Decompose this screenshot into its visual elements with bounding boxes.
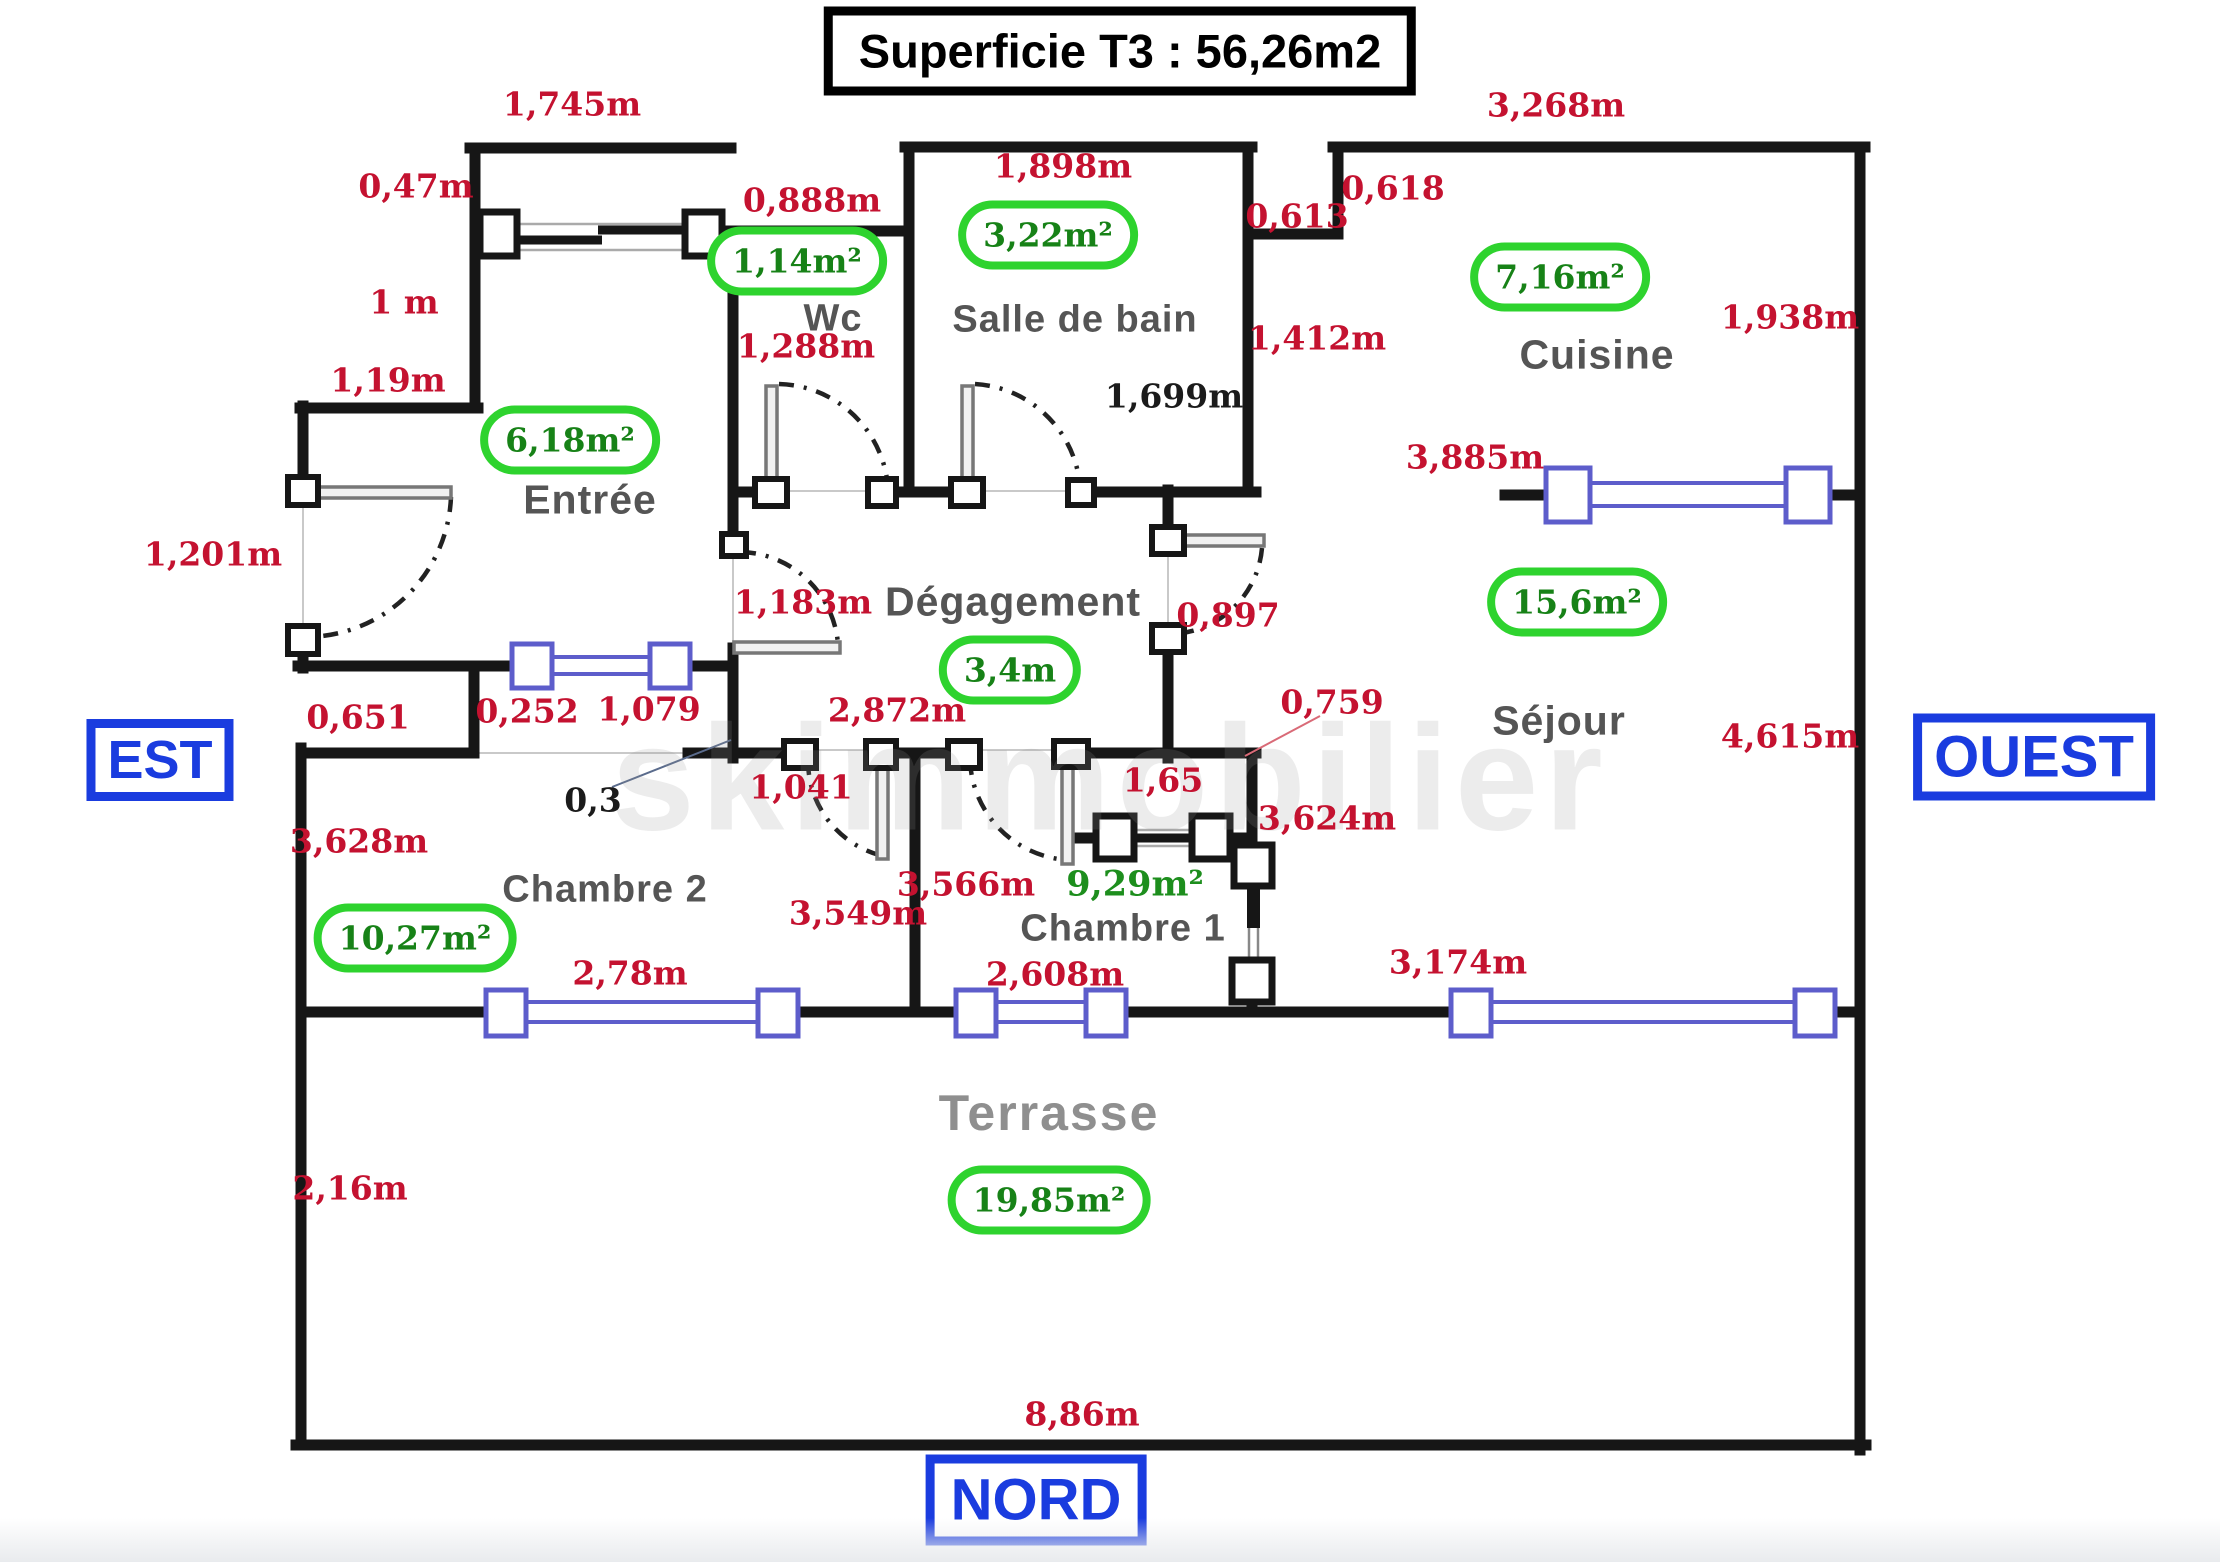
dim-degagement-left: 1,183m	[733, 582, 873, 622]
sdb-door-leaf	[960, 384, 975, 486]
door-leaves	[303, 384, 1266, 866]
dim-sdb-top: 1,898m	[993, 146, 1133, 186]
dim-sejour-door: 0,897	[1176, 595, 1280, 635]
area-badge-cuisine: 7,16m²	[1470, 242, 1650, 312]
dim-closet-165: 1,65	[1122, 760, 1204, 800]
dim-terrasse-bottom: 8,86m	[1024, 1394, 1140, 1434]
cuisine-window	[1543, 465, 1833, 525]
dim-chambre1-window: 2,608m	[985, 954, 1125, 994]
compass-ouest: OUEST	[1913, 713, 2155, 801]
dim-sdb-inner: 1,699m	[1104, 376, 1244, 416]
dim-step-0613: 0,613	[1245, 196, 1349, 236]
area-badge-sejour: 15,6m²	[1487, 567, 1667, 637]
room-label-entree: Entrée	[523, 476, 657, 523]
dim-win-1079: 1,079	[597, 689, 701, 729]
dim-cuisine-window: 3,885m	[1405, 437, 1545, 477]
room-label-wc: Wc	[803, 297, 863, 340]
dim-chambre2-left: 3,628m	[289, 821, 429, 861]
dim-cuisine-top: 3,268m	[1486, 85, 1626, 125]
dim-entree-top: 1,745m	[502, 84, 642, 124]
entree-top-window	[476, 208, 726, 260]
dim-chambre2-right: 3,549m	[788, 893, 928, 933]
hall-door-leaf	[732, 640, 842, 655]
area-badge-terrasse: 19,85m²	[947, 1165, 1151, 1235]
leader-lines	[611, 715, 1321, 788]
dim-sejour-window: 3,174m	[1388, 942, 1528, 982]
bottom-gradient-band	[0, 1518, 2220, 1562]
dim-degagement-width: 2,872m	[827, 690, 967, 730]
area-badge-degagement: 3,4m	[938, 635, 1082, 705]
dim-chambre1-right: 3,624m	[1257, 798, 1397, 838]
room-label-sejour: Séjour	[1492, 697, 1626, 744]
entree-window	[509, 641, 693, 691]
watermark: skimmobilier	[611, 693, 1609, 862]
entree-door-leaf	[303, 485, 453, 500]
dim-wall-03: 0,3	[564, 780, 622, 820]
chambre2-window	[483, 987, 801, 1039]
dim-entree-door: 1,201m	[143, 534, 283, 574]
chambre1-closet	[1092, 812, 1276, 1006]
room-label-cuisine: Cuisine	[1519, 331, 1675, 378]
dim-entree-left-1m: 1 m	[369, 282, 439, 322]
dim-win-0252: 0,252	[475, 691, 579, 731]
dim-terrasse-left: 2,16m	[292, 1168, 408, 1208]
room-label-chambre2: Chambre 2	[502, 868, 708, 911]
dim-entree-left-step: 1,19m	[330, 360, 446, 400]
area-text-chambre1: 9,29m²	[1066, 863, 1204, 905]
dim-cuisine-right: 1,938m	[1720, 297, 1860, 337]
room-label-terrasse: Terrasse	[938, 1085, 1160, 1141]
room-label-degagement: Dégagement	[884, 578, 1142, 625]
sejour-window	[1448, 987, 1838, 1039]
area-badge-wc: 1,14m²	[707, 226, 887, 296]
door-posts	[285, 474, 1187, 771]
dim-step-0618: 0,618	[1341, 168, 1445, 208]
wc-door-leaf	[764, 384, 779, 486]
dim-step-0651: 0,651	[306, 697, 410, 737]
door-swing-arcs	[306, 381, 1265, 863]
dim-entree-top-left: 0,47m	[358, 166, 474, 206]
area-badge-salle-de-bain: 3,22m²	[958, 200, 1138, 270]
dim-chambre1-left: 3,566m	[896, 864, 1036, 904]
windows	[483, 465, 1838, 1039]
room-label-salle-de-bain: Salle de bain	[952, 298, 1198, 341]
dim-wc-width: 1,288m	[736, 326, 876, 366]
area-badge-chambre2: 10,27m²	[313, 903, 517, 973]
area-badge-entree: 6,18m²	[480, 405, 660, 475]
dim-wc-top: 0,888m	[742, 180, 882, 220]
chambre1-window	[953, 987, 1129, 1039]
room-label-chambre1: Chambre 1	[1020, 907, 1226, 950]
dim-sejour-right: 4,615m	[1720, 716, 1860, 756]
page-title: Superficie T3 : 56,26m2	[823, 6, 1417, 96]
dim-chambre2-window: 2,78m	[572, 953, 688, 993]
compass-est: EST	[86, 719, 234, 801]
dim-chambre1-0759: 0,759	[1280, 682, 1384, 722]
dim-chambre2-door: 1,041	[749, 767, 853, 807]
dim-sdb-right: 1,412m	[1247, 318, 1387, 358]
